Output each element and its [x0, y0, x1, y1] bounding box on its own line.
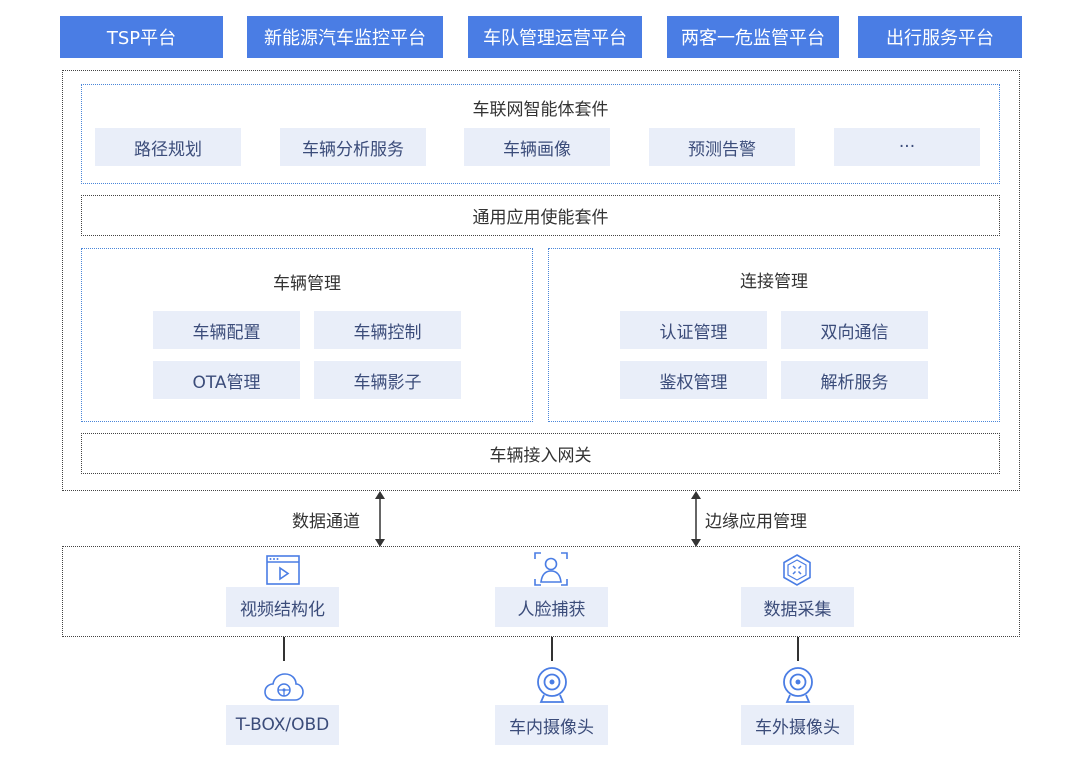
face-capture-icon [534, 552, 568, 586]
platform-fleet: 车队管理运营平台 [468, 16, 642, 58]
vehicle-item-config: 车辆配置 [153, 311, 300, 349]
agent-suite-title: 车联网智能体套件 [472, 99, 609, 120]
connector-line [551, 637, 553, 661]
edge-item-data: 数据采集 [741, 587, 854, 627]
connect-mgmt-frame [548, 248, 1000, 422]
agent-suite-frame [81, 84, 1000, 184]
data-channel-arrow [375, 491, 385, 547]
connect-item-auth: 认证管理 [620, 311, 767, 349]
connect-item-bidirectional: 双向通信 [781, 311, 928, 349]
device-outer-camera: 车外摄像头 [741, 705, 854, 745]
agent-item-route: 路径规划 [95, 128, 241, 166]
vehicle-mgmt-frame [81, 248, 533, 422]
device-tbox: T-BOX/OBD [226, 705, 339, 745]
connector-line [283, 637, 285, 661]
camera-icon [535, 666, 569, 704]
platform-mobility: 出行服务平台 [858, 16, 1022, 58]
connect-mgmt-title: 连接管理 [740, 271, 808, 292]
platform-tsp: TSP平台 [60, 16, 223, 58]
camera-icon [781, 666, 815, 704]
general-suite-bar: 通用应用使能套件 [81, 195, 1000, 236]
cloud-frame [62, 70, 1020, 491]
platform-nev-monitor: 新能源汽车监控平台 [247, 16, 443, 58]
agent-item-portrait: 车辆画像 [464, 128, 610, 166]
vehicle-item-control: 车辆控制 [314, 311, 461, 349]
video-play-icon [266, 555, 300, 585]
edge-item-face: 人脸捕获 [495, 587, 608, 627]
gateway-bar: 车辆接入网关 [81, 433, 1000, 474]
vehicle-mgmt-title: 车辆管理 [273, 273, 341, 294]
agent-item-more: ··· [834, 128, 980, 166]
agent-item-alert: 预测告警 [649, 128, 795, 166]
edge-item-video: 视频结构化 [226, 587, 339, 627]
edge-mgmt-label: 边缘应用管理 [705, 512, 807, 532]
connect-item-authorization: 鉴权管理 [620, 361, 767, 399]
vehicle-item-ota: OTA管理 [153, 361, 300, 399]
device-inner-camera: 车内摄像头 [495, 705, 608, 745]
connect-item-parsing: 解析服务 [781, 361, 928, 399]
edge-mgmt-arrow [691, 491, 701, 547]
cloud-steering-icon [264, 672, 304, 702]
connector-line [797, 637, 799, 661]
platform-two-guests: 两客一危监管平台 [667, 16, 839, 58]
data-channel-label: 数据通道 [292, 512, 360, 532]
agent-item-analysis: 车辆分析服务 [280, 128, 426, 166]
edge-frame [62, 546, 1020, 637]
vehicle-item-shadow: 车辆影子 [314, 361, 461, 399]
data-collect-icon [781, 554, 813, 586]
